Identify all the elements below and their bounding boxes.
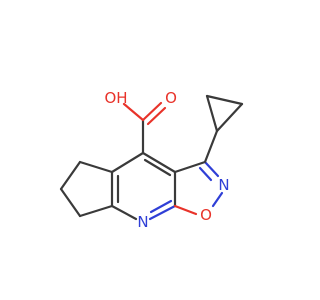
bond-carboxyl-oh [122, 102, 145, 122]
bond-c8a-n [110, 204, 138, 221]
isoxazole-nitrogen-label: N [218, 176, 229, 194]
bond-c3-n-double [203, 160, 220, 178]
bond-cyclopropyl-b [205, 94, 244, 106]
bond-c4-c4b-double [141, 151, 177, 174]
bond-n-o [211, 191, 224, 208]
hydroxyl-label: OH [104, 89, 127, 107]
bond-carboxyl-o-double-a [141, 101, 163, 122]
carbonyl-oxygen-label: O [165, 89, 177, 107]
bond-c3-cyclopropyl [203, 129, 219, 164]
molecule-structure: OH O N O N [59, 89, 244, 231]
bond-o-c7a [173, 204, 198, 216]
bond-n-c7a-inner [149, 199, 173, 214]
bond-c6-c7 [59, 187, 82, 218]
bond-cyclopropyl-a [205, 94, 219, 133]
bond-c4-c4a [110, 151, 145, 174]
bond-n-c7a [148, 204, 177, 221]
bond-c4a-c5 [78, 160, 114, 174]
bond-c3a-c3 [173, 160, 207, 174]
bond-carboxyl-o-double-b [146, 106, 167, 126]
bond-c5-c6 [59, 160, 82, 191]
bond-c7-c8a [78, 204, 114, 218]
bond-c3-n-double-inner [198, 166, 213, 182]
isoxazole-oxygen-label: O [200, 206, 212, 224]
pyridine-nitrogen-label: N [137, 213, 148, 231]
bond-c4-c4b-double-inner [143, 158, 172, 177]
bond-cyclopropyl-c [215, 102, 244, 133]
